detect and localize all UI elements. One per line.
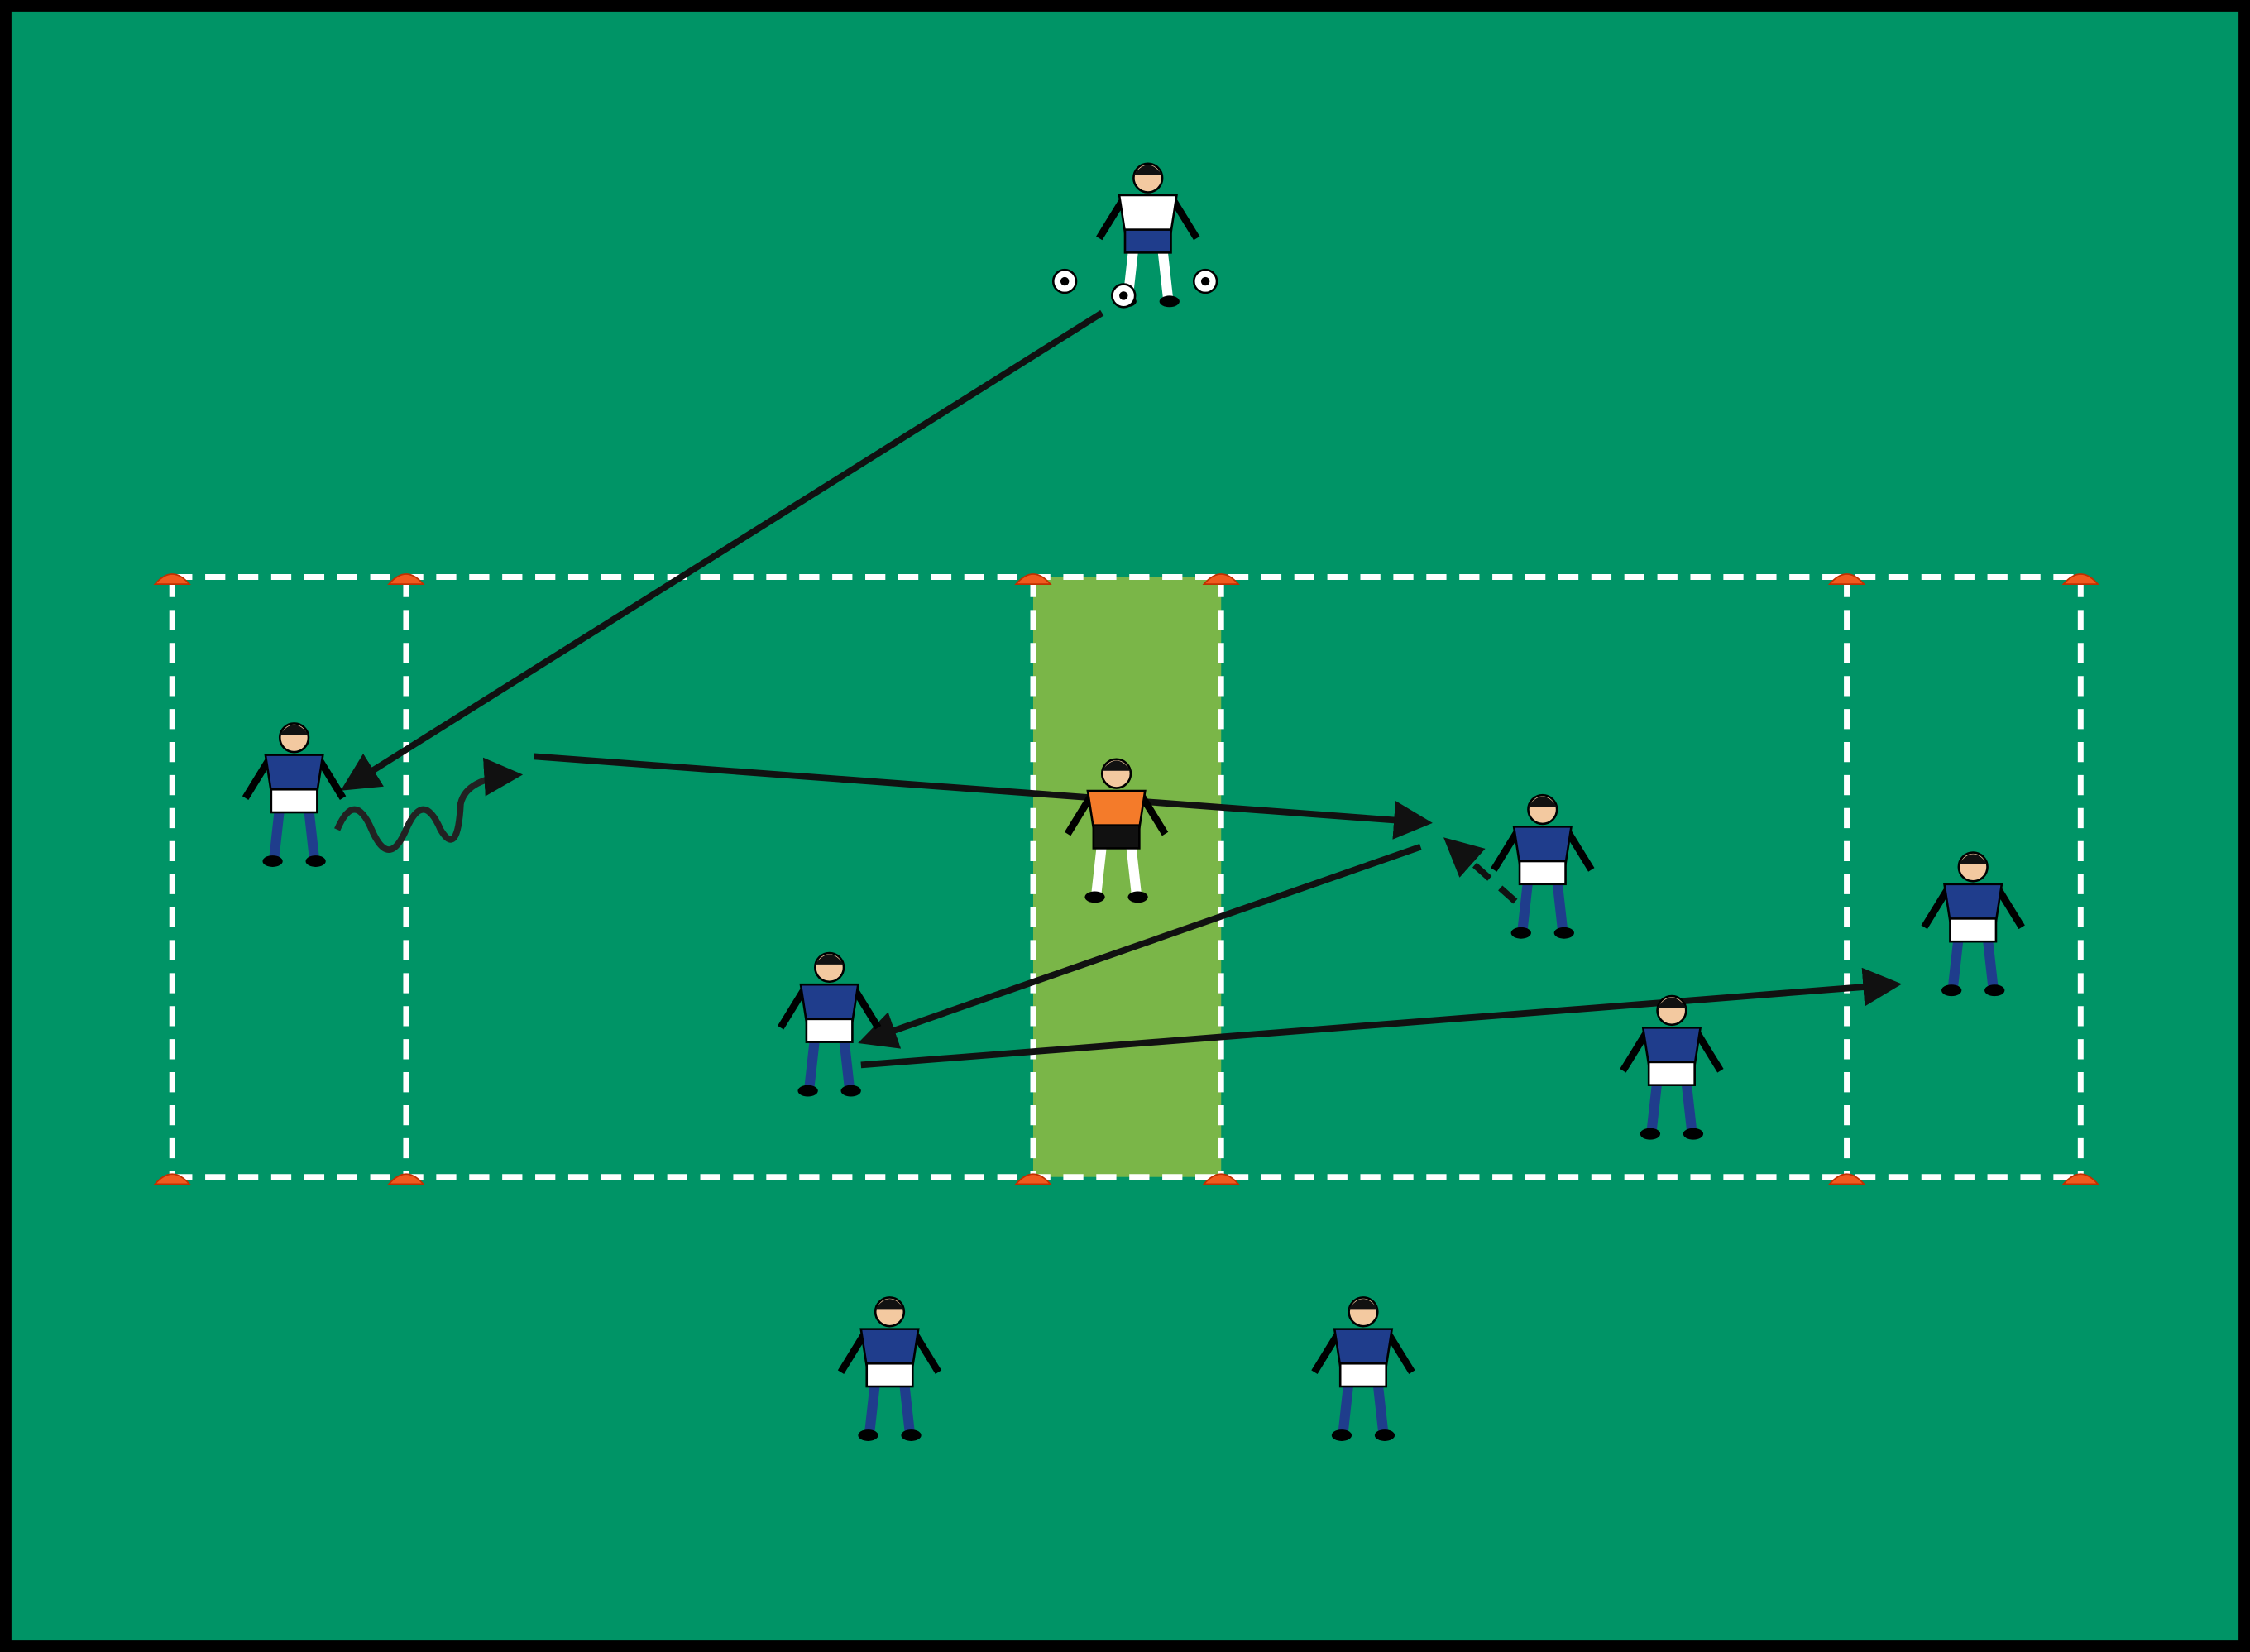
pass-arrow: [858, 843, 1422, 1049]
soccer-ball-icon: [1111, 283, 1137, 309]
cone-icon: [1014, 573, 1052, 586]
pass-arrow: [534, 753, 1433, 840]
run-arrow-dashed: [1443, 837, 1518, 904]
cone-icon: [1827, 1173, 1866, 1185]
pass-arrow: [340, 309, 1104, 791]
player-icon: [837, 1296, 942, 1441]
cone-icon: [387, 1173, 425, 1185]
cone-icon: [2061, 573, 2100, 586]
dashed-grid: [169, 574, 2084, 1180]
cone-icon: [2061, 1173, 2100, 1185]
cone-icon: [387, 573, 425, 586]
server-player: [1096, 162, 1200, 308]
goalkeeper-icon: [1064, 758, 1169, 903]
player-icon: [1311, 1296, 1415, 1441]
player-icon: [1620, 994, 1724, 1140]
cone-icon: [1014, 1173, 1052, 1185]
cone-icon: [153, 1173, 191, 1185]
player-icon: [777, 951, 882, 1097]
player-icon: [1921, 851, 2025, 997]
central-zone: [1032, 577, 1222, 1177]
player-icon: [1491, 793, 1595, 939]
pass-arrow: [860, 967, 1903, 1069]
cone-icon: [1202, 1173, 1240, 1185]
player-icon: [242, 722, 347, 867]
movement-arrows: [334, 309, 1903, 1069]
soccer-ball-icon: [1051, 268, 1078, 294]
players: [242, 162, 2025, 1441]
dribble-arrow: [334, 757, 524, 853]
cone-icon: [1202, 573, 1240, 586]
cones: [153, 573, 2100, 1185]
cone-icon: [1827, 573, 1866, 586]
cone-icon: [153, 573, 191, 586]
balls: [1051, 268, 1218, 309]
soccer-ball-icon: [1192, 268, 1218, 294]
